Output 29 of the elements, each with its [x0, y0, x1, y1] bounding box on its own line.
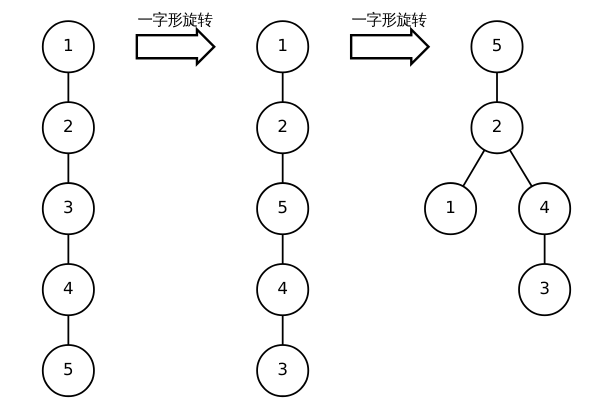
connector: [281, 315, 284, 345]
connector: [281, 153, 284, 183]
connector: [66, 153, 69, 183]
node-circle: 1: [256, 20, 309, 74]
node-circle: 2: [41, 101, 94, 154]
node-circle: 2: [470, 101, 523, 154]
connector: [496, 72, 498, 102]
node-circle: 3: [518, 263, 571, 316]
node-circle: 5: [41, 344, 94, 398]
connector: [66, 234, 69, 264]
node-circle: 1: [41, 20, 94, 74]
node-circle: 4: [256, 263, 309, 316]
node-circle: 3: [256, 344, 309, 398]
node-circle: 4: [518, 182, 571, 236]
label: 一字形旋转: [136, 11, 212, 30]
node-circle: 5: [470, 20, 523, 74]
node-circle: 3: [41, 182, 94, 236]
node-circle: 1: [424, 182, 477, 236]
label: 一字形旋转: [351, 11, 426, 30]
connector: [508, 150, 532, 187]
connector: [281, 72, 284, 102]
node-circle: 5: [256, 182, 309, 236]
connector: [66, 315, 69, 345]
connector: [462, 150, 485, 186]
connector: [543, 234, 546, 264]
connector: [66, 72, 69, 102]
node-circle: 2: [256, 101, 309, 154]
connector: [281, 234, 284, 264]
node-circle: 4: [41, 263, 94, 316]
